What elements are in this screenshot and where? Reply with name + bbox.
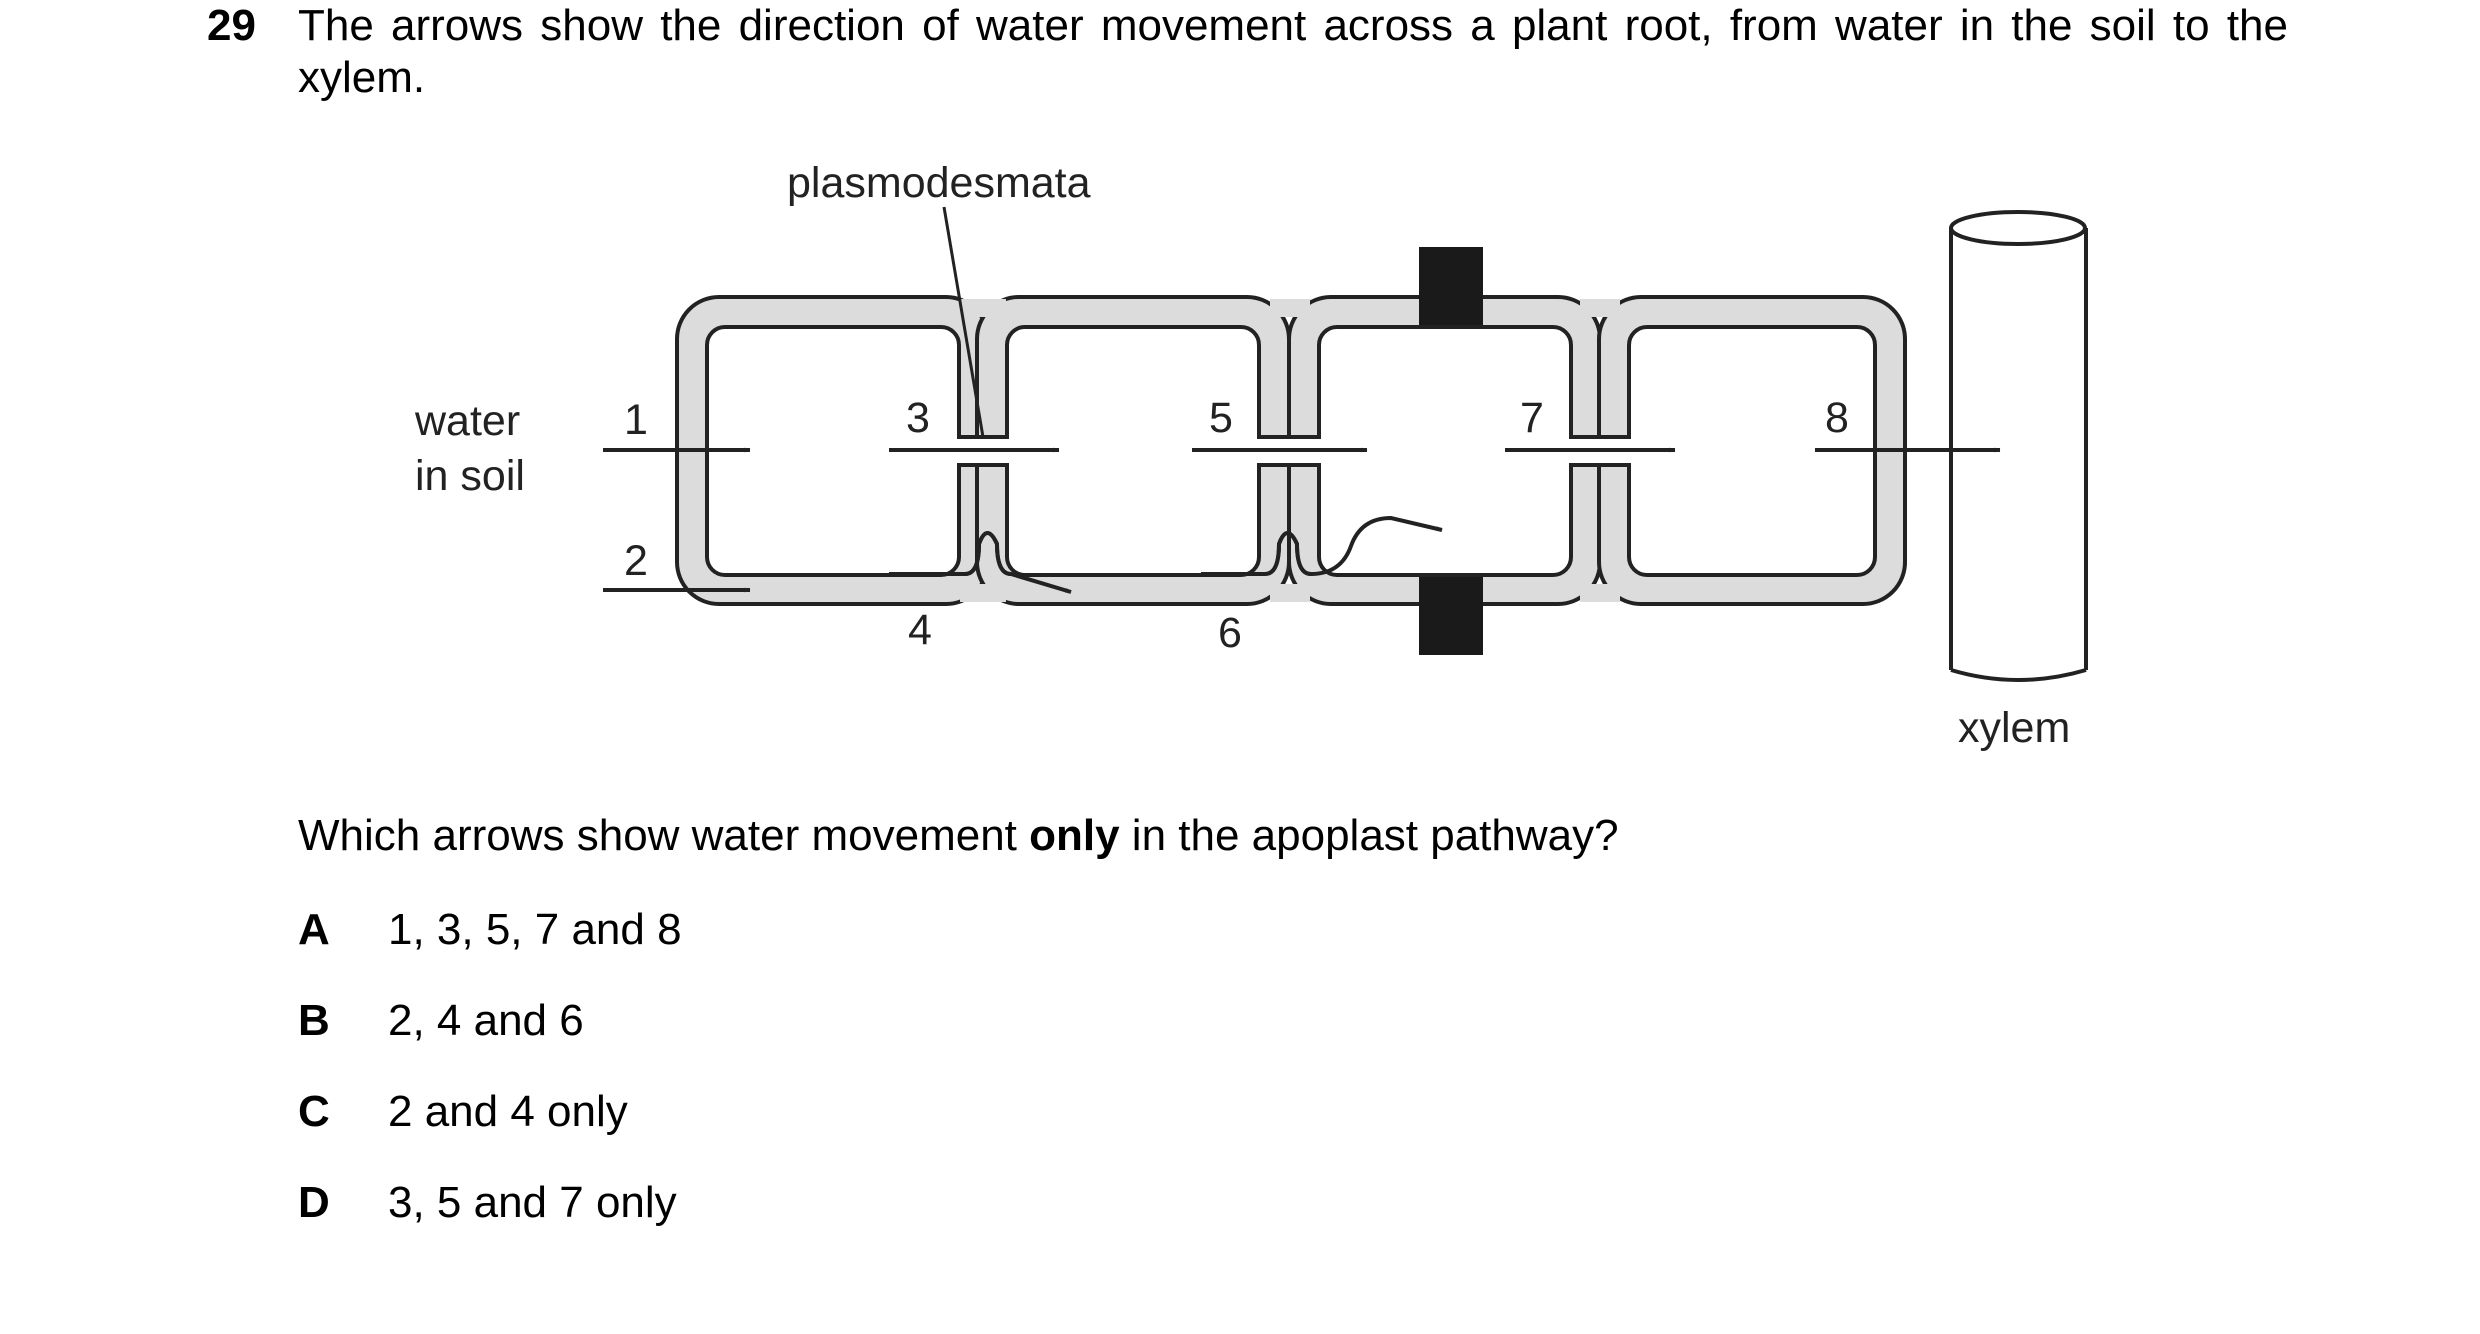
option-letter: B [298,996,330,1045]
question-text: The arrows show the direction of water m… [298,1,2288,102]
arrow-number-6: 6 [1218,609,1242,657]
root-water-pathway-diagram: plasmodesmata water in soil xylem 1 2 3 … [414,159,2088,752]
prompt-after: in the apoplast pathway? [1119,811,1619,860]
prompt-emphasis: only [1029,811,1120,860]
option-letter: A [298,905,330,954]
xylem-vessel [1949,210,2088,682]
arrow-number-4: 4 [908,606,932,654]
prompt-before: Which arrows show water movement [298,811,1030,860]
casparian-strip-top [1419,247,1483,327]
arrows [603,447,2001,594]
water-label-line2: in soil [415,452,525,500]
water-label-line1: water [414,397,520,445]
arrow-6 [1201,515,1443,577]
question-number: 29 [207,1,256,50]
arrow-number-1: 1 [624,396,648,444]
arrow-number-2: 2 [624,537,648,585]
arrow-number-7: 7 [1520,394,1544,442]
option-letter: D [298,1178,330,1227]
arrow-number-3: 3 [906,394,930,442]
plasmodesmata-leader [942,206,985,438]
xylem-label: xylem [1958,704,2070,752]
option-text: 2 and 4 only [388,1087,628,1136]
option-text: 1, 3, 5, 7 and 8 [388,905,682,954]
plasmodesmata-label: plasmodesmata [787,159,1091,207]
casparian-strip-bottom [1419,575,1483,655]
option-text: 3, 5 and 7 only [388,1178,677,1227]
question-prompt: Which arrows show water movement only in… [298,810,1619,862]
arrow-4 [889,531,1072,594]
arrow-number-8: 8 [1825,394,1849,442]
option-text: 2, 4 and 6 [388,996,584,1045]
option-letter: C [298,1087,330,1136]
arrow-number-5: 5 [1209,394,1233,442]
